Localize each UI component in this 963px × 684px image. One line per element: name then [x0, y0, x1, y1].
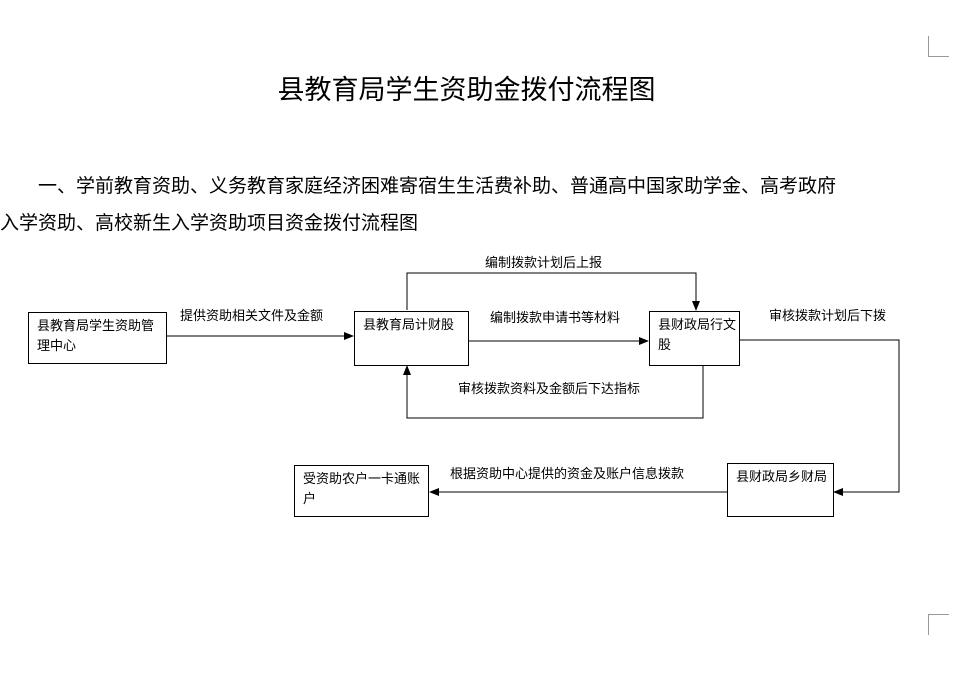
node-recipient-account: 受资助农户一卡通账户 — [294, 465, 429, 517]
document-title: 县教育局学生资助金拨付流程图 — [277, 75, 656, 106]
node-student-aid-center: 县教育局学生资助管理中心 — [28, 312, 167, 364]
section-heading-line-2: 入学资助、高校新生入学资助项目资金拨付流程图 — [0, 212, 419, 234]
section-heading: 一、学前教育资助、义务教育家庭经济困难寄宿生生活费补助、普通高中国家助学金、高考… — [0, 168, 932, 242]
arrow-review-plan-allocate — [739, 339, 900, 496]
label-plan-report: 编制拨款计划后上报 — [485, 256, 603, 271]
label-disburse-to-account: 根据资助中心提供的资金及账户信息拨款 — [450, 467, 685, 482]
label-center-to-finance: 提供资助相关文件及金额 — [180, 309, 324, 324]
label-review-indicators: 审核拨款资料及金额后下达指标 — [458, 382, 641, 397]
arrow-plan-report — [406, 272, 700, 311]
node-finance-section: 县教育局计财股 — [354, 311, 469, 366]
node-county-finance-bureau: 县财政局行文股 — [649, 311, 740, 366]
label-application-materials: 编制拨款申请书等材料 — [490, 311, 621, 326]
section-heading-line-1: 一、学前教育资助、义务教育家庭经济困难寄宿生生活费补助、普通高中国家助学金、高考… — [38, 175, 837, 197]
node-town-finance-bureau: 县财政局乡财局 — [727, 463, 834, 517]
label-review-plan-allocate: 审核拨款计划后下拨 — [769, 309, 887, 324]
page-corner-mark-bottom — [928, 614, 949, 635]
arrow-review-indicators — [403, 365, 704, 419]
page-corner-mark-top — [928, 36, 949, 57]
